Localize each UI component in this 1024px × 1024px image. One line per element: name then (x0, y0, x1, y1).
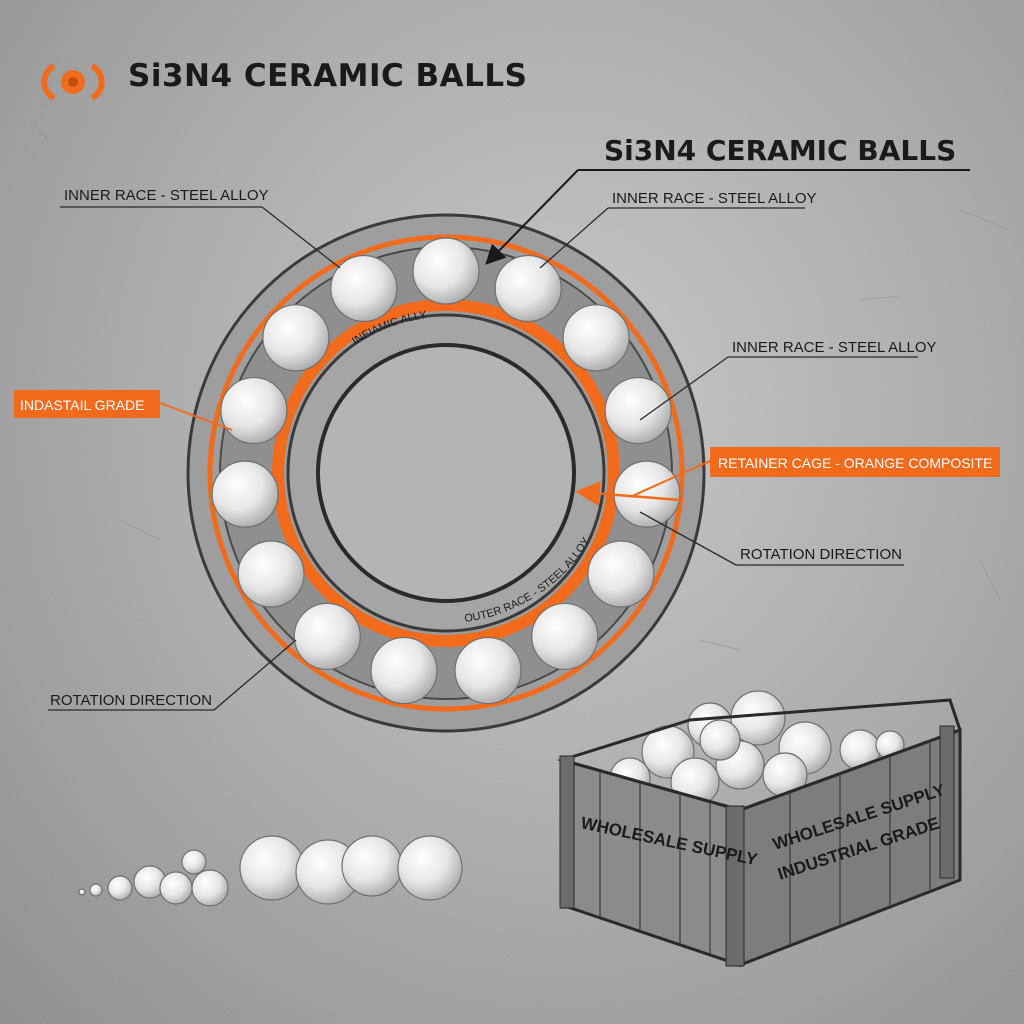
bearing-gear-logo (41, 63, 105, 101)
loose-ball (78, 888, 86, 896)
loose-ball (191, 869, 229, 907)
ceramic-balls (211, 237, 681, 705)
crate-ball (699, 719, 741, 761)
retainer-cage-text: RETAINER CAGE - ORANGE COMPOSITE (718, 455, 992, 471)
loose-balls-row (78, 835, 463, 907)
ceramic-ball (613, 460, 681, 528)
loose-ball (397, 835, 463, 901)
ceramic-ball (454, 636, 522, 705)
ceramic-ball (330, 254, 398, 323)
loose-ball (89, 883, 103, 897)
callout-title: Si3N4 CERAMIC BALLS (604, 134, 956, 167)
page-title: Si3N4 CERAMIC BALLS (128, 58, 528, 94)
callout-arrow (485, 169, 579, 265)
ceramic-ball (220, 376, 288, 445)
label-inner-race-top-left: INNER RACE - STEEL ALLOY (64, 187, 269, 204)
ceramic-ball (494, 254, 562, 323)
loose-ball (107, 875, 133, 901)
ceramic-ball (587, 540, 655, 608)
wholesale-crate: WHOLESALE SUPPLY WHOLESALE SUPPLY INDUST… (556, 690, 962, 968)
ceramic-ball (412, 237, 480, 305)
ceramic-ball (237, 540, 305, 608)
loose-ball (159, 871, 193, 905)
label-rotation-direction-left: ROTATION DIRECTION (50, 692, 212, 709)
industrial-grade-text: INDASTAIL GRADE (20, 397, 144, 413)
label-inner-race-top-right: INNER RACE - STEEL ALLOY (612, 190, 817, 207)
ceramic-ball (531, 602, 599, 671)
ceramic-ball (293, 602, 361, 671)
label-rotation-direction-right: ROTATION DIRECTION (740, 546, 902, 563)
retainer-cage-badge (710, 447, 1000, 477)
ceramic-ball (604, 376, 672, 445)
label-inner-race-right: INNER RACE - STEEL ALLOY (732, 339, 937, 356)
loose-ball (341, 835, 403, 897)
bore (316, 343, 576, 603)
ceramic-ball (370, 636, 438, 705)
ceramic-ball (262, 304, 330, 372)
loose-ball (239, 835, 305, 901)
loose-ball (181, 849, 207, 875)
rotation-arrow (575, 481, 681, 507)
industrial-grade-badge (14, 390, 160, 418)
ceramic-ball (211, 460, 279, 528)
ceramic-ball (562, 304, 630, 372)
